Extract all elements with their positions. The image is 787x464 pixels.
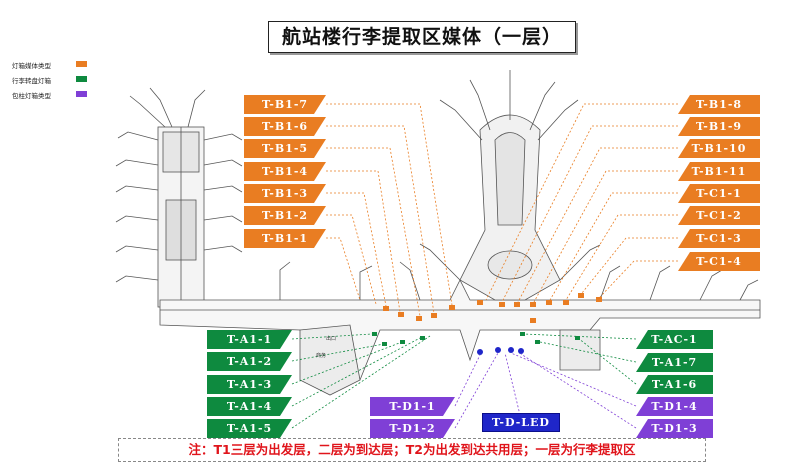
label-t-b1-2: T-B1-2 [244,206,326,225]
label-t-b1-3: T-B1-3 [244,184,326,203]
label-t-c1-3: T-C1-3 [678,229,760,248]
label-t-b1-1: T-B1-1 [244,229,326,248]
label-t-a1-6: T-A1-6 [636,375,713,394]
label-t-b1-11: T-B1-11 [678,162,760,181]
legend-label: 灯箱媒体类型 [12,62,51,70]
label-t-c1-4: T-C1-4 [678,252,760,271]
footer-note: 注：T1三层为出发层，二层为到达层；T2为出发到达共用层；一层为行李提取区 [118,438,706,462]
label-t-d1-4: T-D1-4 [636,397,713,416]
label-t-b1-6: T-B1-6 [244,117,326,136]
label-t-a1-7: T-A1-7 [636,353,713,372]
label-t-b1-5: T-B1-5 [244,139,326,158]
label-t-b1-4: T-B1-4 [244,162,326,181]
label-t-a1-1: T-A1-1 [207,330,292,349]
label-t-c1-1: T-C1-1 [678,184,760,203]
label-t-a1-4: T-A1-4 [207,397,292,416]
map-text-exit: 出口 [326,335,336,342]
map-text-business: 商务 [316,352,326,359]
label-t-d1-3: T-D1-3 [636,419,713,438]
legend-label: 包柱灯箱类型 [12,92,51,100]
label-t-c1-2: T-C1-2 [678,206,760,225]
legend-swatch-orange [76,61,87,67]
page-title: 航站楼行李提取区媒体（一层） [268,21,576,53]
label-t-ac-1: T-AC-1 [636,330,713,349]
label-t-b1-10: T-B1-10 [678,139,760,158]
legend-item-lightbox: 灯箱媒体类型 [12,60,87,70]
label-t-b1-9: T-B1-9 [678,117,760,136]
legend-label: 行李转盘灯箱 [12,77,51,85]
legend-swatch-purple [76,91,87,97]
label-t-d-led: T-D-LED [482,413,560,432]
label-t-d1-2: T-D1-2 [370,419,455,438]
label-t-b1-8: T-B1-8 [678,95,760,114]
label-t-b1-7: T-B1-7 [244,95,326,114]
legend-swatch-green [76,76,87,82]
label-t-d1-1: T-D1-1 [370,397,455,416]
label-t-a1-3: T-A1-3 [207,375,292,394]
legend-item-carousel: 行李转盘灯箱 [12,75,87,85]
label-t-a1-5: T-A1-5 [207,419,292,438]
legend-item-pillar: 包柱灯箱类型 [12,90,87,100]
label-t-a1-2: T-A1-2 [207,352,292,371]
